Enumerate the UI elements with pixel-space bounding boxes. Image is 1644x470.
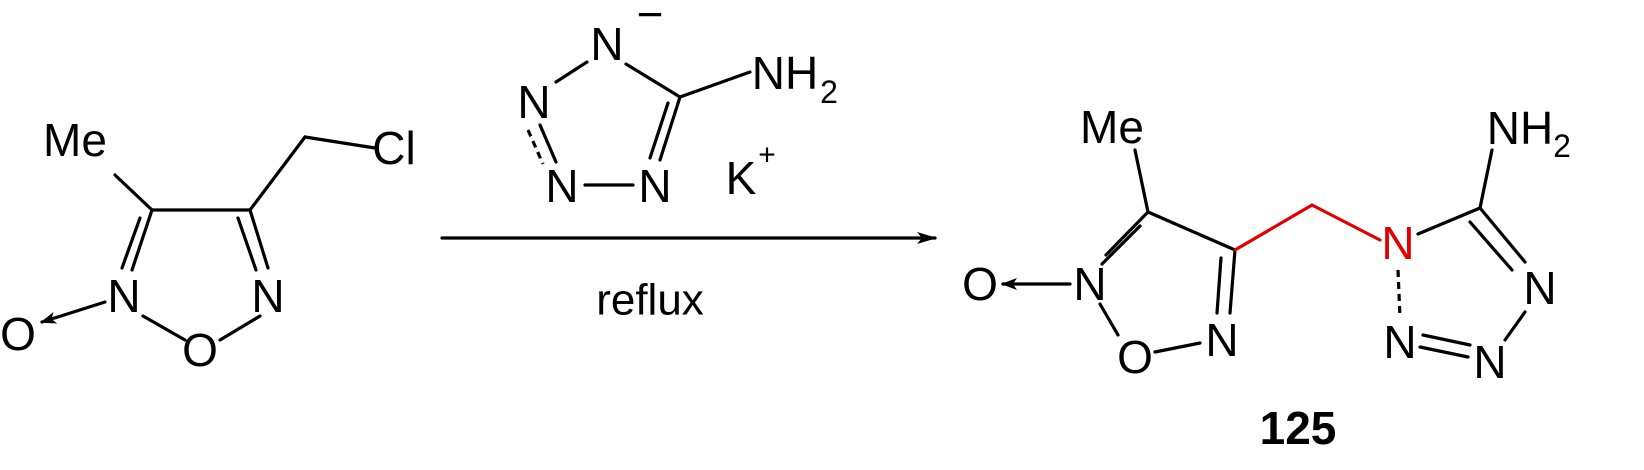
bond-c4-n-left-2 (120, 216, 142, 270)
bond-ntop-c (624, 62, 682, 99)
bond-ch2-n-new (1310, 203, 1382, 242)
bond-c5-n4-2 (1468, 220, 1514, 272)
atom-n-tetrazole-bottom-right: N (1473, 336, 1506, 388)
bond-n3-n2-2 (1421, 333, 1472, 347)
bond-o-ring-n-ring (1153, 341, 1202, 354)
bond-nleft-nbl-2 (526, 129, 545, 165)
atom-nh2-subscript: 2 (1553, 128, 1571, 164)
atom-n-oxide: N (1073, 258, 1106, 310)
bond-n4-n3 (1503, 310, 1527, 342)
bond-nright-oring (218, 314, 262, 342)
atom-cl: Cl (372, 122, 415, 174)
bond-c3-n-ring (1228, 248, 1237, 315)
bond-n2-n1 (1396, 269, 1402, 319)
bond-c4-c3 (1146, 210, 1237, 252)
bond-ch2-cl (303, 135, 377, 150)
atom-n-left: N (107, 270, 140, 322)
bond-c5-n4 (1478, 206, 1527, 264)
atom-o-ring: O (1117, 331, 1153, 383)
counter-ion-k-charge: + (758, 139, 776, 172)
reaction-condition: reflux (596, 276, 704, 325)
atom-n-right: N (251, 270, 284, 322)
counter-ion-k: K (726, 152, 757, 204)
atom-me: Me (43, 114, 107, 166)
atom-nh2-subscript: 2 (820, 74, 838, 110)
bond-c3-n-right-2 (236, 216, 258, 272)
atom-n-left: N (517, 76, 550, 128)
bond-methyl (1133, 148, 1150, 214)
bond-c4-n-oxide-2 (1100, 224, 1142, 266)
atom-o-oxide: O (0, 308, 36, 360)
bond-c3-ch2-new (1233, 203, 1314, 252)
bond-n3-n2 (1418, 345, 1470, 359)
atom-n-bottom-left: N (545, 160, 578, 212)
bond-c3-ch2 (248, 135, 307, 212)
bond-c4-n-oxide (1104, 210, 1150, 257)
bond-nleft-oring (141, 314, 187, 342)
bond-n1-c5 (1416, 206, 1482, 236)
atom-nh2: NH (752, 47, 818, 99)
atom-n-tetrazole-right: N (1523, 262, 1556, 314)
product-molecule: Me NH 2 O N O N N N N N 125 (962, 101, 1571, 454)
bond-c5-nh2 (1478, 148, 1494, 210)
atom-o-oxide: O (962, 258, 998, 310)
bond-c4-n-left (130, 208, 154, 272)
atom-n-ring: N (1205, 314, 1238, 366)
atom-me: Me (1080, 101, 1144, 153)
bond-c-nh2 (678, 70, 752, 99)
charge-n-top: − (637, 0, 664, 40)
reagent-molecule: N − N N N NH 2 K + (517, 0, 838, 212)
atom-o-ring: O (182, 324, 218, 376)
reactant-molecule: Me Cl N N O O (0, 114, 416, 376)
bond-c3-n-right (248, 208, 270, 270)
compound-number: 125 (1260, 402, 1337, 454)
atom-n-tetrazole-bottom-left: N (1383, 316, 1416, 368)
bond-methyl (113, 173, 154, 212)
bond-c-nbr (658, 95, 682, 162)
bond-n-oxide-arrow (40, 300, 107, 324)
bond-nleft-nbl (538, 123, 558, 164)
atom-n-bottom-right: N (638, 160, 671, 212)
atom-n-linked: N (1381, 217, 1414, 269)
bond-n-oxide-o-ring (1098, 302, 1120, 337)
bond-c3-n-ring-2 (1215, 256, 1223, 315)
atom-nh2: NH (1487, 102, 1553, 154)
bond-nleft-ntop (554, 60, 589, 84)
atom-n-top: N (590, 18, 623, 70)
bond-c-nbr-2 (648, 101, 670, 160)
